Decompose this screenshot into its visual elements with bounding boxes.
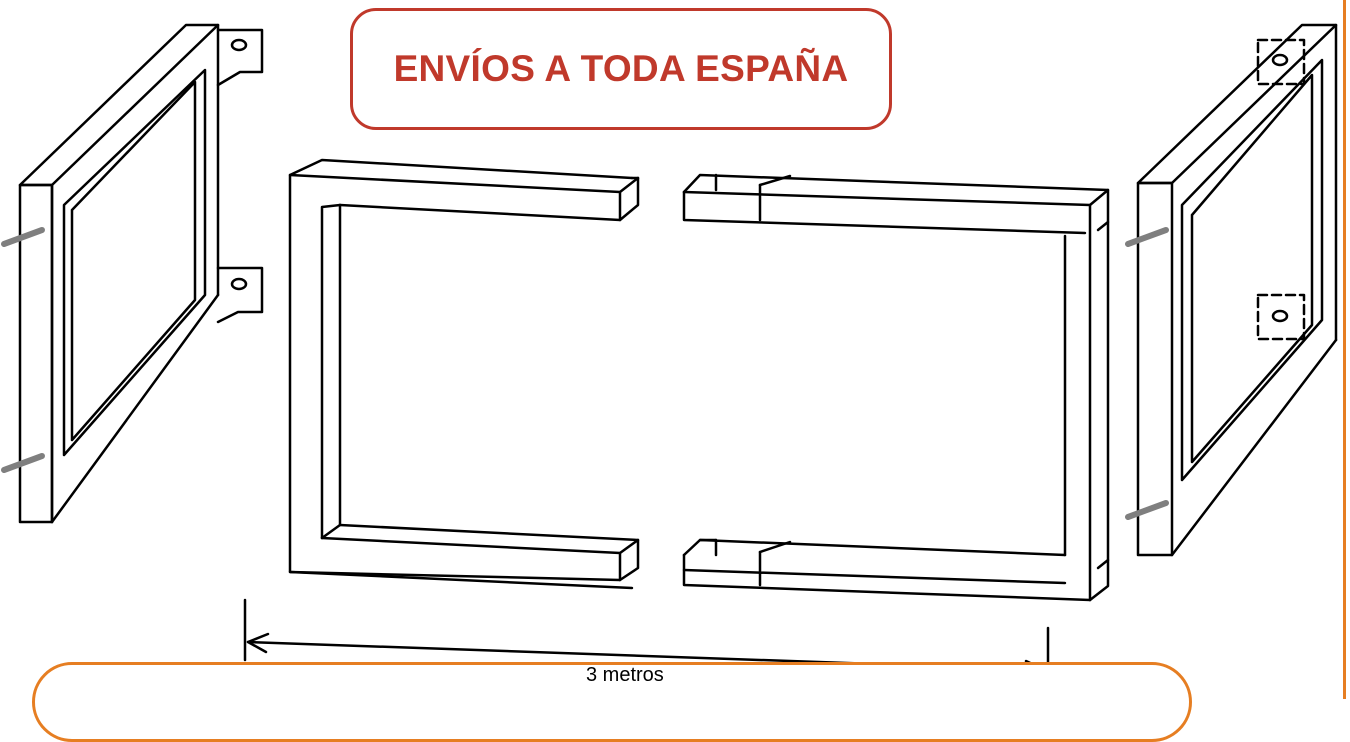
right-frame-pin-top (1125, 227, 1169, 247)
shipping-banner: ENVÍOS A TODA ESPAÑA (350, 8, 892, 130)
frame-assembly-diagram (1, 23, 1338, 699)
center-left-frame (288, 158, 640, 590)
left-frame-tab-bottom (216, 266, 264, 324)
right-side-frame (1136, 23, 1338, 557)
right-frame-hidden-tab-top (1256, 38, 1306, 86)
right-frame-window (1180, 58, 1324, 482)
left-frame-pin-bottom (1, 453, 45, 473)
left-frame-pin-top (1, 227, 45, 247)
top-bar-end-cap (618, 176, 640, 222)
bottom-bar-end-cap (618, 538, 640, 582)
right-frame-top-face (1136, 23, 1338, 185)
shipping-banner-text: ENVÍOS A TODA ESPAÑA (393, 48, 849, 89)
right-edge-line (1343, 0, 1346, 699)
right-frame-hidden-tab-bottom (1256, 293, 1306, 341)
left-frame-tab-top (216, 28, 264, 87)
right-frame-pin-bottom (1125, 500, 1169, 520)
center-right-frame (682, 173, 1110, 602)
dimension-label: 3 metros (586, 664, 664, 686)
left-side-frame (18, 23, 264, 524)
left-frame-window (62, 68, 207, 457)
